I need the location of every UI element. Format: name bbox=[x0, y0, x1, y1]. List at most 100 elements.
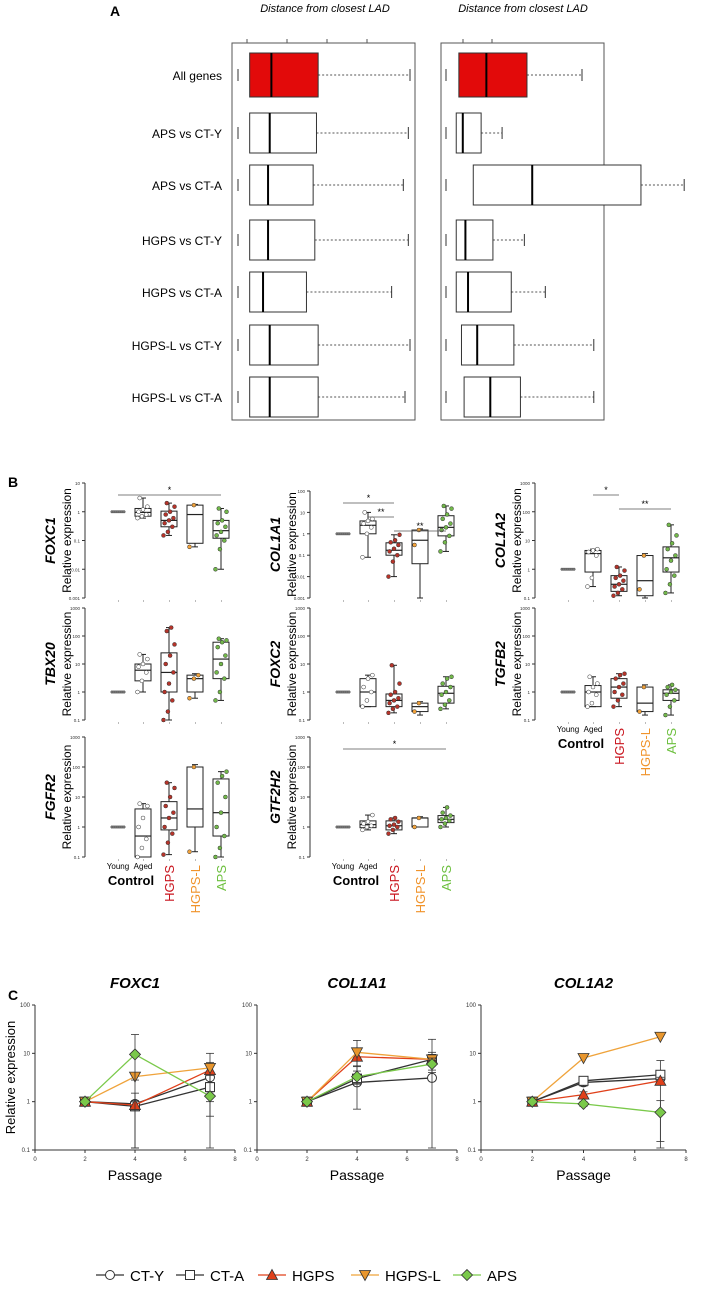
panel-a-left-title: Distance from closest LAD bbox=[260, 3, 390, 15]
gene-label: GTF2H2 bbox=[267, 770, 283, 824]
x-tick-label: 6 bbox=[633, 1157, 637, 1163]
data-point bbox=[145, 504, 150, 509]
box bbox=[186, 504, 204, 544]
data-point bbox=[595, 546, 600, 552]
group-label-aged: Aged bbox=[134, 862, 153, 871]
y-tick-label: 10 bbox=[300, 795, 306, 800]
group-label-young: Young bbox=[557, 725, 579, 734]
y-tick-label: 1 bbox=[27, 1100, 31, 1106]
data-point bbox=[167, 509, 173, 514]
panel-label-a: A bbox=[110, 3, 120, 19]
data-point bbox=[144, 512, 149, 517]
data-point bbox=[171, 515, 176, 521]
data-point bbox=[412, 824, 417, 830]
y-tick-label: 10 bbox=[469, 1051, 476, 1057]
data-point bbox=[165, 840, 171, 845]
data-point bbox=[448, 684, 453, 690]
data-point bbox=[668, 558, 674, 563]
row-label-6: HGPS-L vs CT-A bbox=[132, 391, 222, 405]
data-point bbox=[223, 524, 228, 530]
data-point bbox=[365, 676, 371, 681]
gene-label: COL1A2 bbox=[492, 513, 508, 568]
group-label-hgps-l: HGPS-L bbox=[638, 728, 653, 776]
data-point bbox=[667, 704, 673, 709]
data-point bbox=[397, 681, 402, 686]
group-label-hgps: HGPS bbox=[162, 865, 177, 902]
data-point bbox=[217, 845, 223, 851]
data-point bbox=[139, 513, 145, 519]
data-point bbox=[135, 854, 140, 860]
data-point bbox=[587, 674, 592, 680]
y-tick-label: 1 bbox=[77, 825, 80, 830]
data-point bbox=[213, 854, 218, 860]
data-point bbox=[672, 698, 677, 703]
data-point bbox=[137, 652, 142, 657]
x-tick-label: 8 bbox=[233, 1157, 237, 1163]
group-label-aged: Aged bbox=[359, 862, 378, 871]
data-point bbox=[187, 849, 192, 854]
y-tick-label: 10 bbox=[300, 510, 306, 515]
data-point bbox=[223, 794, 228, 800]
data-point bbox=[222, 833, 227, 839]
data-point bbox=[622, 568, 627, 573]
y-tick-label: 1 bbox=[77, 690, 80, 695]
data-point bbox=[611, 593, 616, 598]
significance-label: * bbox=[604, 485, 608, 495]
x-tick-label: 4 bbox=[355, 1157, 359, 1163]
y-axis-label: Relative expression bbox=[285, 745, 299, 850]
series-marker-ct-a bbox=[578, 1075, 589, 1086]
data-point bbox=[165, 529, 171, 535]
data-point bbox=[218, 810, 224, 815]
data-point-young bbox=[122, 825, 126, 829]
x-tick-label: 6 bbox=[405, 1157, 409, 1163]
data-point bbox=[440, 681, 445, 686]
series-line-ct-a bbox=[306, 1058, 433, 1103]
data-point bbox=[161, 852, 166, 857]
data-point bbox=[395, 704, 400, 709]
box bbox=[160, 801, 178, 831]
data-point bbox=[140, 661, 146, 667]
y-tick-label: 1 bbox=[527, 567, 530, 572]
data-point bbox=[214, 670, 219, 675]
x-tick-label: 2 bbox=[83, 1157, 87, 1163]
box-left-0 bbox=[249, 52, 319, 98]
data-point bbox=[391, 546, 397, 552]
data-point bbox=[224, 638, 229, 643]
data-point bbox=[443, 525, 449, 530]
data-point bbox=[663, 590, 668, 596]
series-line-aps bbox=[84, 1053, 211, 1103]
data-point bbox=[215, 780, 220, 785]
control-label: Control bbox=[108, 873, 154, 888]
data-point bbox=[589, 700, 595, 706]
data-point bbox=[216, 636, 222, 641]
data-point bbox=[137, 801, 142, 806]
data-point bbox=[364, 698, 370, 703]
series-line-hgps bbox=[532, 1080, 661, 1103]
data-point bbox=[396, 695, 401, 701]
gene-label: COL1A1 bbox=[267, 517, 283, 572]
x-tick-label: 4 bbox=[133, 1157, 137, 1163]
data-point-young bbox=[347, 825, 351, 829]
y-tick-label: 0.001 bbox=[69, 596, 81, 601]
legend-marker-aps bbox=[460, 1268, 474, 1282]
data-point bbox=[438, 549, 443, 554]
data-point bbox=[224, 769, 229, 774]
data-point bbox=[669, 541, 675, 546]
y-tick-label: 10 bbox=[245, 1051, 252, 1057]
data-point bbox=[664, 692, 669, 697]
y-axis-label: Relative expression bbox=[60, 745, 74, 850]
box-right-5 bbox=[460, 324, 515, 366]
data-point bbox=[390, 706, 396, 712]
data-point bbox=[665, 546, 670, 552]
data-point bbox=[215, 520, 220, 526]
data-point bbox=[161, 717, 166, 723]
data-point bbox=[390, 827, 396, 833]
data-point bbox=[144, 836, 149, 842]
group-label-aged: Aged bbox=[584, 725, 603, 734]
line-chart-title: COL1A1 bbox=[327, 975, 386, 992]
